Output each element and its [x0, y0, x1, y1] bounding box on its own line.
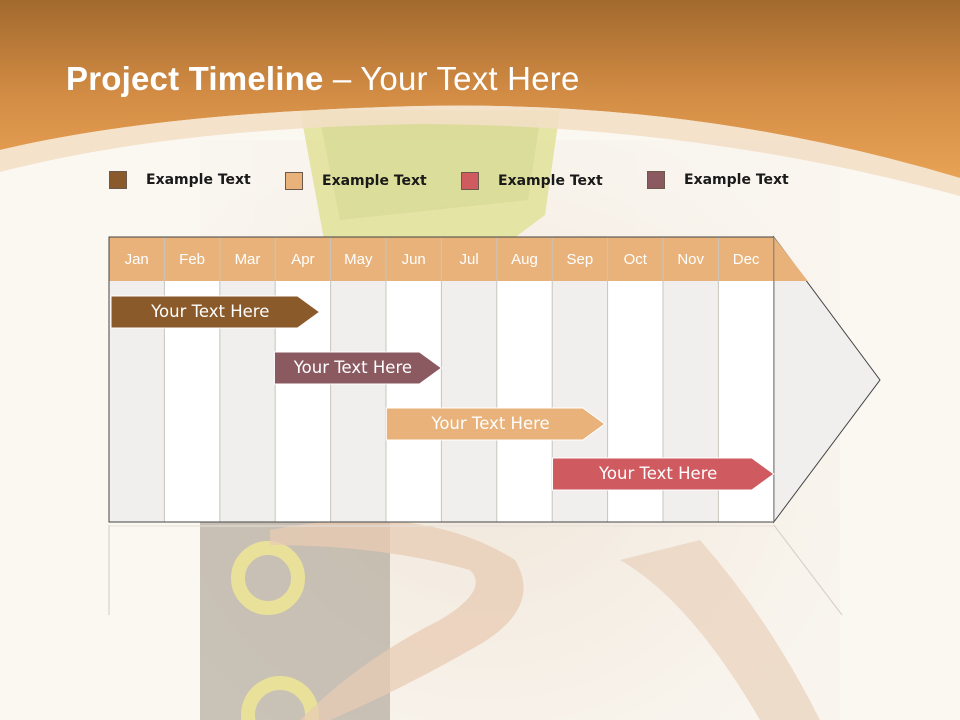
- task-arrow: [110, 295, 321, 329]
- legend-swatch: [647, 171, 665, 189]
- month-header-cell: [164, 237, 220, 281]
- month-header-cell: [109, 237, 165, 281]
- month-label: Oct: [623, 251, 647, 268]
- timeline-frame: [108, 236, 774, 523]
- month-column: [441, 281, 497, 522]
- month-header-cell: [718, 237, 774, 281]
- legend-label: Example Text: [322, 173, 427, 189]
- task-arrow: [385, 407, 606, 441]
- month-column: [386, 281, 442, 522]
- page-title: Project Timeline – Your Text Here: [66, 60, 580, 98]
- legend-label: Example Text: [146, 172, 251, 188]
- task-label: Your Text Here: [293, 358, 413, 377]
- month-label: Aug: [511, 251, 538, 268]
- legend-swatch: [461, 172, 479, 190]
- month-label: Jan: [124, 251, 149, 268]
- month-header-cell: [607, 237, 663, 281]
- month-header-cell: [663, 237, 719, 281]
- month-label: Mar: [234, 251, 261, 268]
- task-arrow: [552, 457, 775, 491]
- month-header-cell: [386, 237, 442, 281]
- month-label: Jul: [459, 251, 479, 268]
- month-header-cell: [441, 237, 497, 281]
- title-rest: – Your Text Here: [323, 60, 580, 97]
- month-header-cell: [219, 237, 276, 281]
- task-label: Your Text Here: [151, 302, 270, 321]
- month-header-cell: [275, 237, 331, 281]
- month-label: Nov: [677, 251, 705, 268]
- month-label: Jun: [401, 251, 426, 268]
- task-label: Your Text Here: [599, 464, 718, 483]
- month-label: Dec: [732, 251, 760, 268]
- task-label: Your Text Here: [431, 414, 550, 433]
- month-label: Feb: [179, 251, 206, 268]
- month-label: May: [344, 251, 373, 268]
- legend-label: Example Text: [498, 173, 603, 189]
- legend-swatch: [285, 172, 303, 190]
- title-bold: Project Timeline: [66, 60, 324, 97]
- month-column: [496, 281, 553, 522]
- month-label: Apr: [291, 251, 315, 268]
- month-header-cell: [552, 237, 608, 281]
- task-arrow: [273, 351, 443, 385]
- month-column: [330, 281, 386, 522]
- month-label: Sep: [566, 251, 594, 268]
- timeline-arrow-head-top: [773, 237, 808, 281]
- legend-label: Example Text: [684, 172, 789, 188]
- month-header-cell: [496, 237, 553, 281]
- month-header-cell: [330, 237, 386, 281]
- timeline-reflection: [773, 524, 843, 616]
- legend-swatch: [109, 171, 127, 189]
